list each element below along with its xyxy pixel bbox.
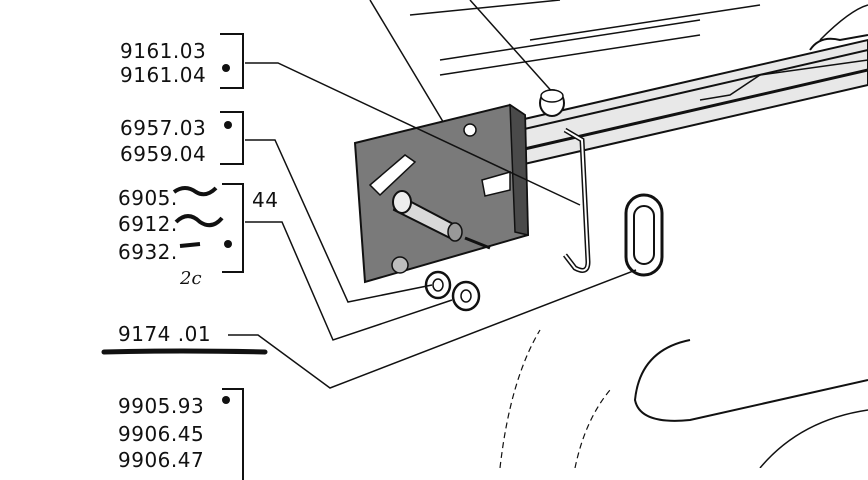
part-number: 6905. [118,186,178,210]
group-bracket [220,111,244,165]
group-bracket [222,388,244,480]
bullet-dot [224,121,232,129]
door-edge-line [369,0,446,126]
leader-lines [228,62,637,389]
parts-diagram: 9161.03 9161.04 6957.03 6959.04 6905. 69… [101,0,868,480]
part-number: 6957.03 [120,116,207,140]
grommet-part [624,193,664,277]
handle-recess [633,339,868,422]
part-number: 6932. [118,240,178,264]
annotation-2c: 2c [180,268,202,289]
washer-part [424,270,452,300]
door-edge-line [469,0,556,96]
group-bracket [222,183,244,273]
nut-part [451,280,481,312]
part-number: 6959.04 [120,142,207,166]
mechanism-illustration [101,0,868,468]
bullet-dot [222,396,230,404]
part-number-highlighted: 9174 .01 [118,322,212,346]
part-number: 6912. [118,212,178,236]
bullet-dot [222,64,230,72]
annotation-44: 44 [252,188,279,212]
bullet-dot [224,240,232,248]
lock-plate [353,103,530,284]
part-number: 9161.03 [120,39,207,63]
underline-mark [101,348,268,355]
handwritten-scribble [172,186,224,248]
part-number: 9161.04 [120,63,207,87]
part-number: 9905.93 [118,394,205,418]
group-bracket [220,33,244,89]
part-number: 9906.47 [118,448,205,472]
part-number: 9906.45 [118,422,205,446]
cap-part [539,89,565,117]
